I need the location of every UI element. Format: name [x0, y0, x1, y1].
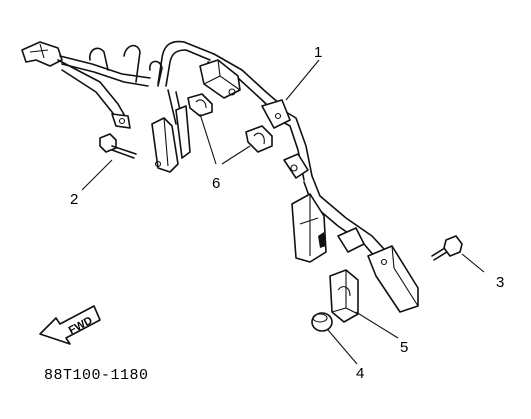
bolt-2: [99, 133, 137, 159]
part-number: 88T100-1180: [44, 367, 149, 384]
callout-6: 6: [212, 175, 220, 192]
callout-5: 5: [400, 339, 408, 356]
callout-1: 1: [314, 44, 322, 61]
fwd-arrow-icon: FWD: [39, 305, 101, 345]
clip-6a: [187, 93, 213, 117]
main-frame: [21, 40, 419, 313]
leader-lines: [81, 59, 485, 365]
callout-4: 4: [356, 365, 364, 382]
bolt-3: [431, 235, 463, 261]
clamp-5: [329, 269, 359, 323]
collar-4: [311, 312, 333, 332]
clip-6b: [245, 125, 273, 153]
callout-2: 2: [70, 191, 78, 208]
callout-3: 3: [496, 274, 504, 291]
